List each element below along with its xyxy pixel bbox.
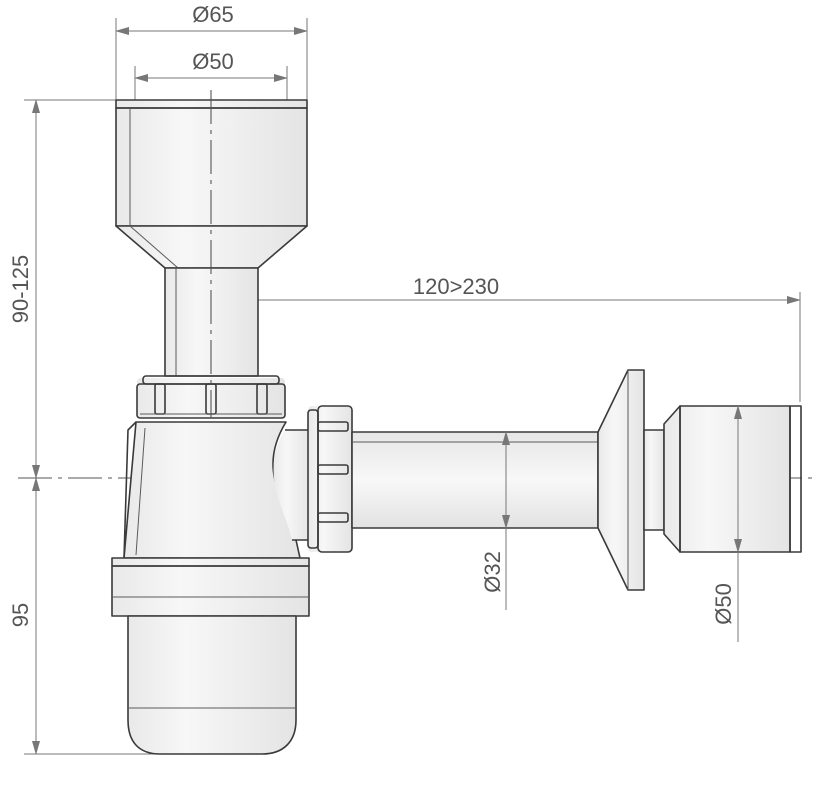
dimension-bottom-height: 95 (8, 477, 160, 755)
dimension-outlet-diameter: Ø50 (711, 405, 742, 642)
pipe-diameter-label: 32 (480, 551, 505, 575)
dimension-top-inner-diameter: Ø50 (134, 49, 288, 100)
height-range-label: 90-125 (8, 255, 33, 324)
dimension-pipe-diameter: Ø32 (480, 431, 510, 610)
dimension-horizontal-range: 120>230 (212, 274, 801, 402)
dimension-top-outer-diameter: Ø65 (115, 2, 308, 100)
side-coupling-nut (307, 405, 353, 553)
wall-outlet (643, 405, 802, 553)
dimension-height-range: 90-125 (8, 99, 116, 479)
svg-text:Ø50: Ø50 (711, 583, 736, 625)
bottom-collar (111, 557, 310, 617)
top-outer-diameter-label: 65 (209, 2, 233, 27)
wall-flange (597, 369, 645, 591)
horizontal-pipe (351, 431, 599, 529)
siphon-body (123, 421, 310, 559)
diameter-symbol: Ø (192, 49, 209, 74)
bottom-cup (127, 615, 297, 755)
top-inner-diameter-label: 50 (209, 49, 233, 74)
svg-text:Ø32: Ø32 (480, 551, 505, 593)
bottom-height-label: 95 (8, 603, 33, 627)
horizontal-range-label: 120>230 (413, 274, 499, 299)
diameter-symbol: Ø (192, 2, 209, 27)
diameter-symbol: Ø (480, 576, 505, 593)
svg-text:Ø50: Ø50 (192, 49, 234, 74)
diameter-symbol: Ø (711, 608, 736, 625)
svg-text:Ø65: Ø65 (192, 2, 234, 27)
outlet-diameter-label: 50 (711, 583, 736, 607)
